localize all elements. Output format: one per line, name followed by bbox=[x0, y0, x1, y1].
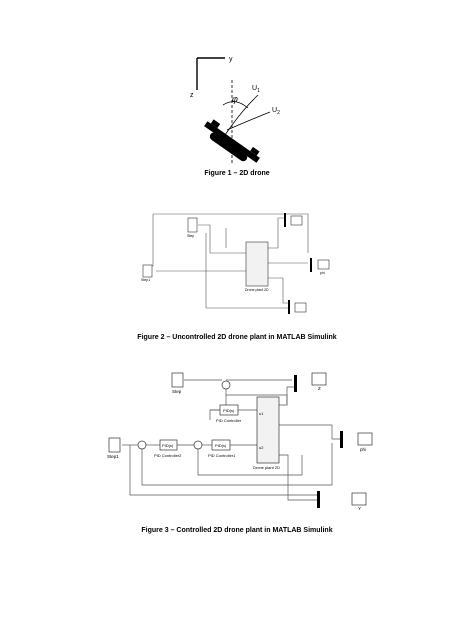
mux-phi bbox=[340, 431, 343, 448]
port-u2-label: u2 bbox=[259, 445, 264, 450]
drone-plant-block bbox=[256, 396, 280, 464]
u2-arrow bbox=[226, 111, 271, 131]
figure-1-caption: Figure 1 – 2D drone bbox=[204, 170, 270, 177]
port-u1-label: u1 bbox=[259, 411, 264, 416]
y-axis-label: y bbox=[229, 56, 233, 63]
scope-phi-label: phi bbox=[360, 447, 366, 452]
drone-plant-block bbox=[245, 241, 269, 287]
sum-mid bbox=[193, 440, 203, 450]
pid-controller1-label: PID Controller1 bbox=[208, 453, 236, 458]
pid-controller-text: PID(s) bbox=[223, 408, 235, 413]
figure-3-caption: Figure 3 – Controlled 2D drone plant in … bbox=[141, 527, 333, 534]
step-left-block bbox=[108, 437, 121, 453]
scope-z bbox=[311, 372, 327, 386]
step-left-label: Step1 bbox=[107, 454, 119, 459]
mux-mid bbox=[310, 258, 312, 272]
pid-controller1-text: PID(s) bbox=[215, 443, 227, 448]
u1-label: U1 bbox=[252, 85, 260, 94]
sum-left bbox=[137, 440, 147, 450]
scope-y-label: Y bbox=[358, 506, 361, 511]
phi-label: φ bbox=[232, 94, 238, 104]
scope-phi bbox=[357, 432, 373, 446]
scope-mid bbox=[317, 259, 330, 270]
mux-z bbox=[294, 375, 297, 392]
mux-top bbox=[284, 213, 286, 227]
sum-top bbox=[221, 380, 231, 390]
u1-arrow bbox=[224, 94, 259, 136]
figure-2-simulink-diagram: Step Step1 Drone plant 2D phi bbox=[141, 213, 330, 314]
step-left-block bbox=[142, 264, 153, 278]
scope-z-label: Z bbox=[318, 386, 321, 391]
phi-angle-arc bbox=[222, 101, 249, 109]
drone-body bbox=[204, 119, 260, 163]
figure-3-simulink-diagram: Step Step1 PID(s) PID Controller PID(s) … bbox=[107, 372, 373, 511]
figure-3-signal-lines bbox=[122, 379, 340, 501]
mux-bottom bbox=[288, 300, 290, 314]
drone-plant-label: Drone plant 2D bbox=[245, 288, 269, 292]
step-left-label: Step1 bbox=[141, 278, 150, 282]
mux-y bbox=[317, 491, 320, 508]
scope-mid-label: phi bbox=[320, 271, 325, 275]
pid-controller-label: PID Controller bbox=[216, 418, 242, 423]
pid-controller2-text: PID(s) bbox=[162, 443, 174, 448]
drone-plant-label: Drone plant 2D bbox=[253, 465, 280, 470]
step-top-label: Step bbox=[187, 234, 194, 238]
z-axis-label: z bbox=[190, 92, 194, 99]
pid-controller2-label: PID Controller2 bbox=[154, 453, 182, 458]
step-top-label: Step bbox=[172, 389, 182, 394]
figure-1-drone-diagram: y z φ U1 U2 bbox=[190, 56, 280, 165]
scope-y bbox=[351, 492, 367, 506]
scope-top bbox=[290, 215, 303, 226]
figure-2-caption: Figure 2 – Uncontrolled 2D drone plant i… bbox=[137, 334, 337, 341]
step-top-block bbox=[171, 372, 184, 388]
pid-controller1-block bbox=[211, 439, 231, 451]
scope-bottom bbox=[294, 302, 307, 313]
u2-label: U2 bbox=[272, 107, 280, 116]
step-top-block bbox=[187, 217, 198, 233]
pid-controller-block bbox=[219, 404, 239, 416]
figure-2-signal-lines bbox=[146, 213, 309, 309]
pid-controller2-block bbox=[159, 439, 178, 451]
